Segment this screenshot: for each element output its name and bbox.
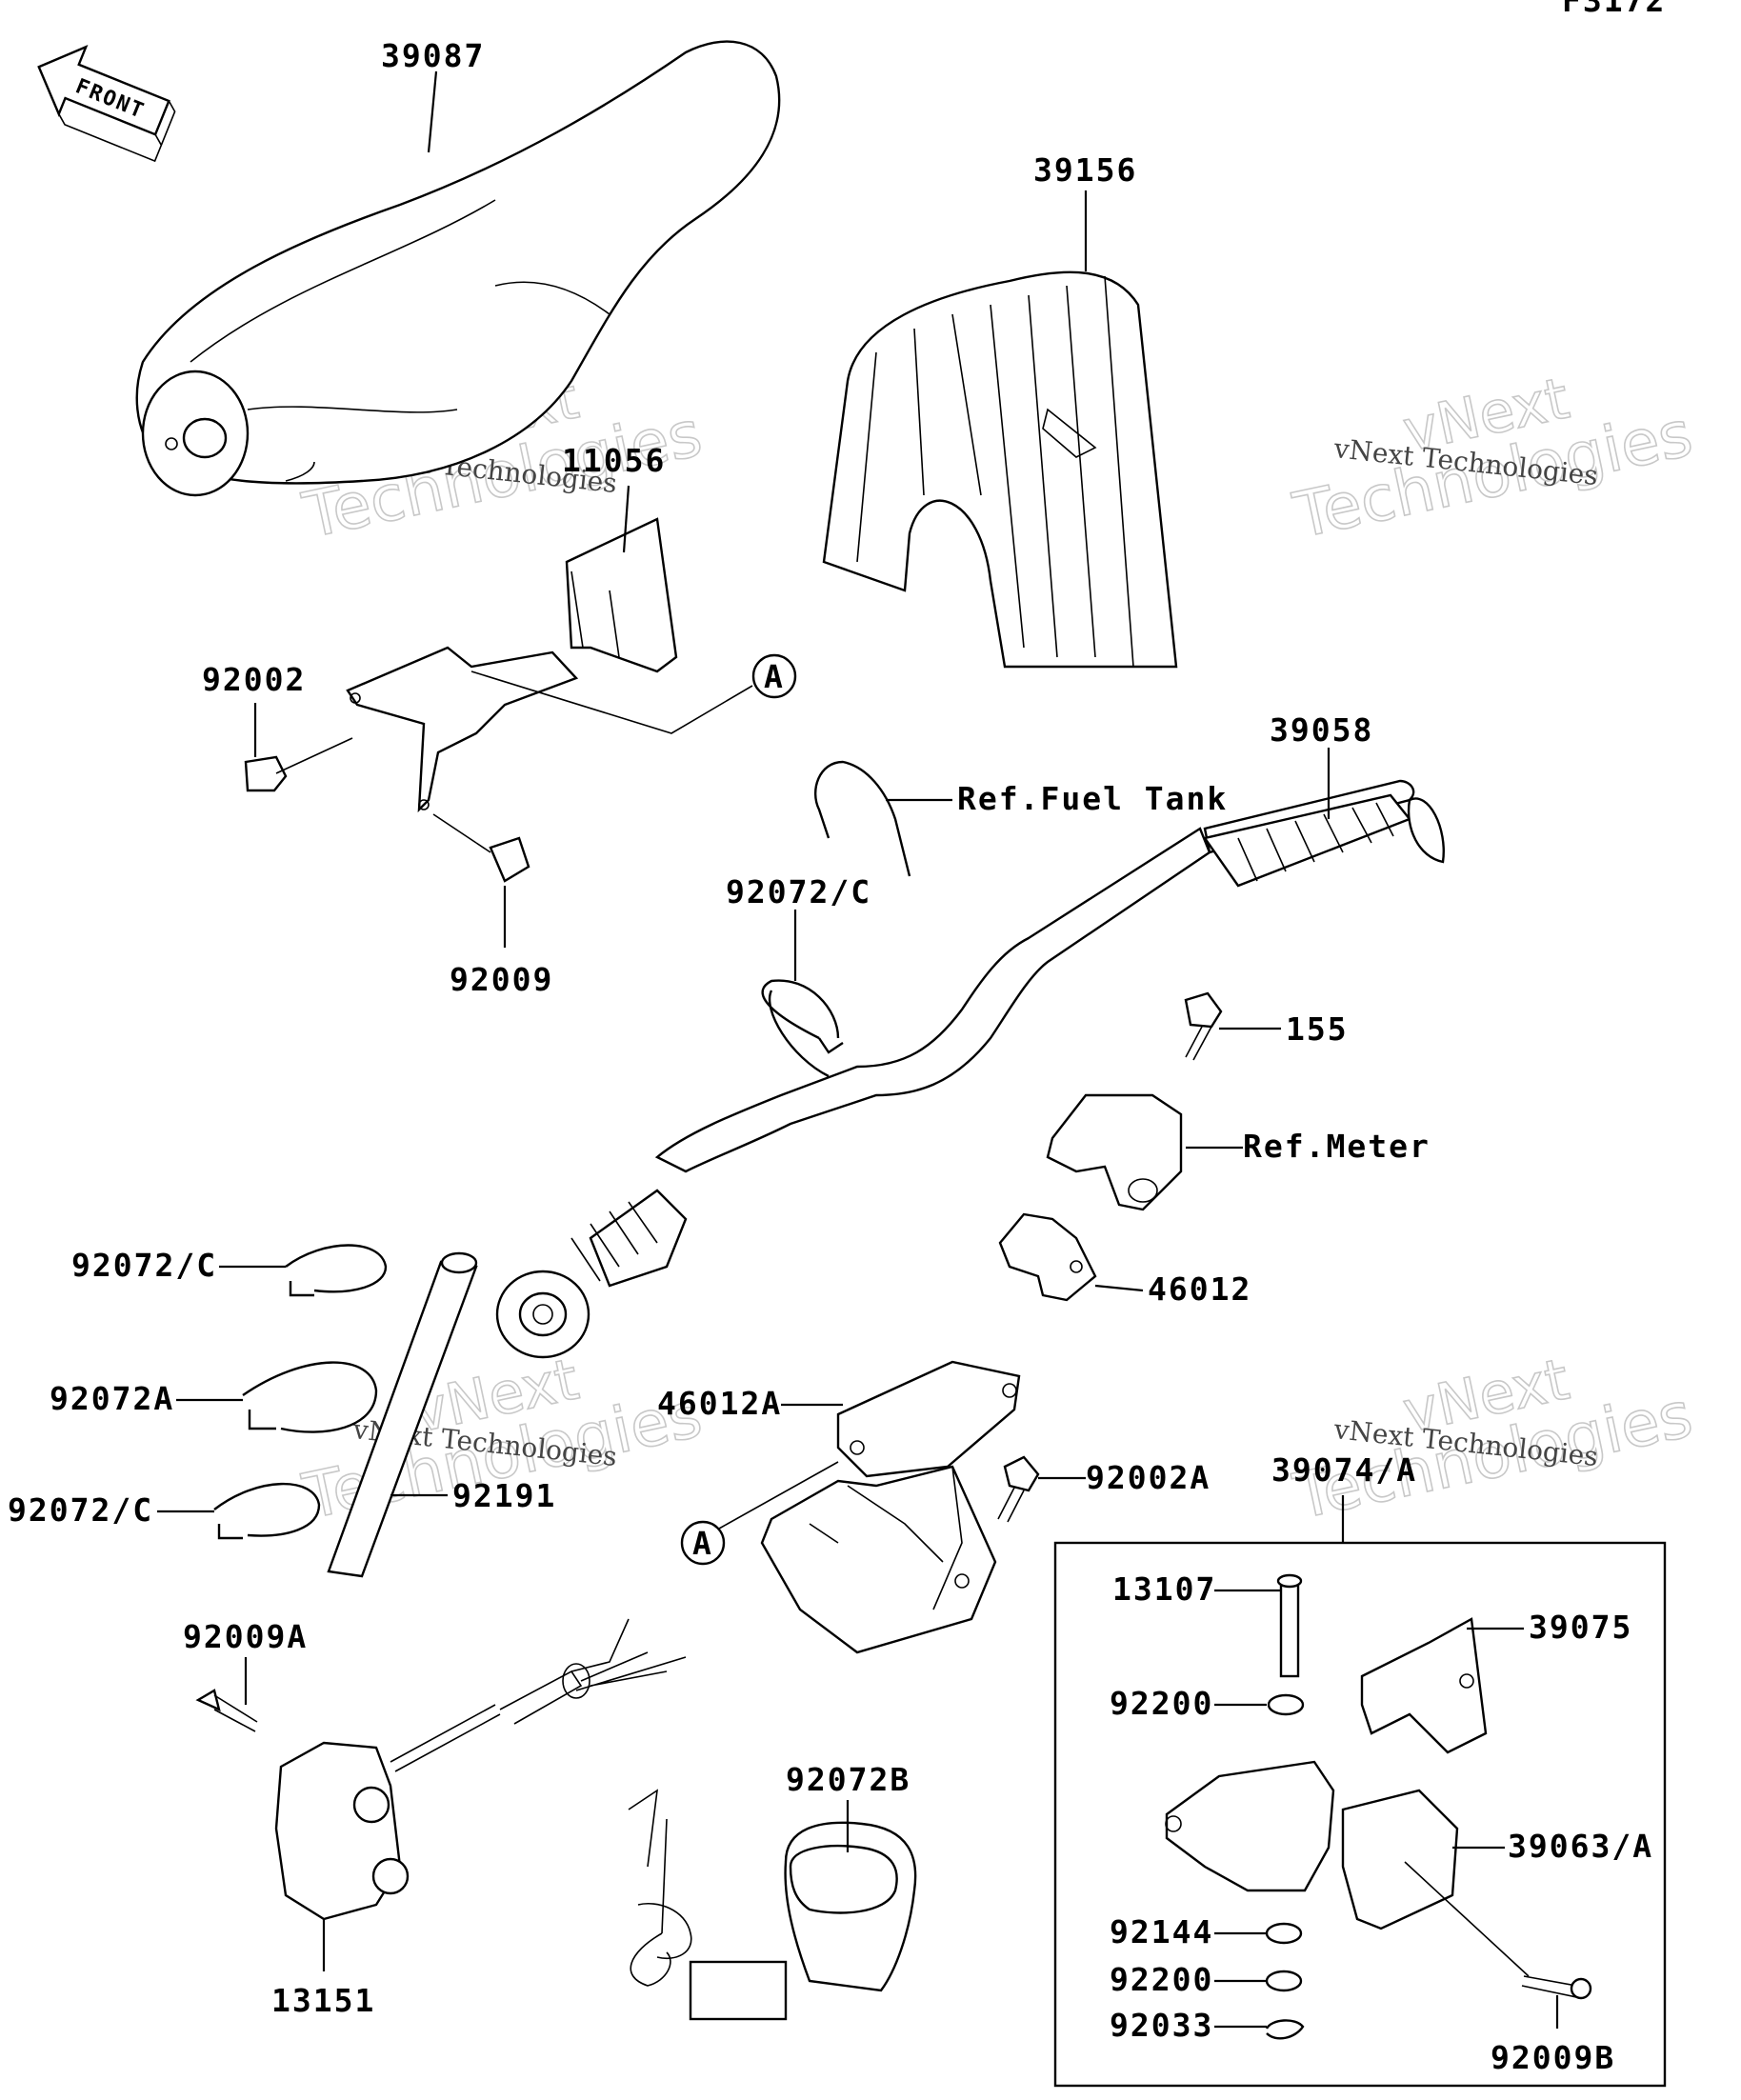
label-ref-meter: Ref.Meter — [1243, 1128, 1431, 1165]
label-92009: 92009 — [450, 961, 553, 998]
label-39074a: 39074/A — [1271, 1451, 1417, 1489]
part-92033-circlip-drawing — [1265, 2019, 1305, 2040]
label-155: 155 — [1286, 1010, 1349, 1048]
part-92002-bolt-drawing — [244, 737, 353, 792]
label-39087: 39087 — [381, 37, 485, 74]
label-92002: 92002 — [202, 661, 306, 698]
label-92033: 92033 — [1110, 2007, 1213, 2044]
svg-text:A: A — [692, 1525, 713, 1562]
part-46012a-holder-drawing — [760, 1360, 1021, 1654]
part-39075-holder-drawing — [1360, 1617, 1488, 1754]
label-92072c-bottom: 92072/C — [8, 1491, 153, 1529]
callout-a-top: A — [751, 653, 797, 699]
label-92009b: 92009B — [1491, 2039, 1615, 2076]
leader-39087 — [427, 70, 438, 153]
label-92191: 92191 — [452, 1477, 556, 1514]
part-39063a-cover-drawing — [1341, 1789, 1459, 1930]
part-92009a-bolt-drawing — [195, 1689, 258, 1732]
part-92072c-left-clamp-drawing — [285, 1244, 388, 1297]
label-92144: 92144 — [1110, 1913, 1213, 1950]
leader-46012 — [1094, 1284, 1144, 1292]
part-92200-washer-bottom-drawing — [1265, 1970, 1303, 1992]
svg-text:A: A — [764, 658, 785, 695]
label-92072c-left: 92072/C — [71, 1247, 217, 1284]
label-92072c-top: 92072/C — [726, 873, 871, 910]
part-13151-switch-drawing — [274, 1618, 687, 1921]
meter-bracket-drawing — [1046, 1093, 1183, 1211]
label-92009a: 92009A — [183, 1618, 308, 1655]
label-46012a: 46012A — [657, 1385, 782, 1422]
fuel-hose-drawing — [814, 760, 911, 877]
part-46012-clamp-drawing — [998, 1212, 1097, 1302]
label-39156: 39156 — [1033, 151, 1137, 189]
label-39058: 39058 — [1270, 711, 1373, 749]
label-13107: 13107 — [1112, 1570, 1216, 1608]
part-155-bolt-drawing — [1184, 991, 1223, 1061]
label-92200-bottom: 92200 — [1110, 1961, 1213, 1998]
part-92009b-screw-drawing — [1521, 1975, 1592, 2000]
leader-92009b-guide — [1404, 1861, 1530, 1977]
part-92072c-top-clamp-drawing — [761, 979, 844, 1078]
part-39058-handlebar-drawing — [495, 779, 1445, 1359]
label-11056: 11056 — [562, 442, 666, 479]
label-92200-top: 92200 — [1110, 1685, 1213, 1722]
part-92002a-bolt-drawing — [997, 1455, 1040, 1523]
front-arrow-icon: FRONT — [37, 44, 176, 163]
part-92009-bolt-drawing — [432, 813, 530, 883]
kit-39074a-box — [1053, 1541, 1667, 2088]
leader-11056 — [622, 485, 630, 553]
leader-ref-a-top — [470, 670, 753, 734]
part-92072b-clip-drawing — [628, 1789, 917, 2021]
label-39075: 39075 — [1529, 1609, 1632, 1646]
part-39156-cover-drawing — [822, 270, 1178, 669]
label-46012: 46012 — [1148, 1270, 1251, 1308]
part-92072a-clamp-drawing — [242, 1361, 378, 1433]
leader-ref-a-bottom — [718, 1461, 839, 1530]
part-92191-hose-drawing — [327, 1251, 478, 1578]
part-11056-bracket-drawing — [346, 517, 678, 813]
part-39087-pad-drawing — [135, 40, 781, 497]
callout-a-bottom: A — [680, 1520, 726, 1566]
part-13107-pin-drawing — [1276, 1573, 1303, 1678]
label-92072a: 92072A — [50, 1380, 174, 1417]
part-92144-spring-drawing — [1265, 1922, 1303, 1945]
label-13151: 13151 — [271, 1982, 375, 2019]
kit-middle-bracket-drawing — [1165, 1760, 1335, 1892]
label-92002a: 92002A — [1086, 1459, 1211, 1496]
label-92072b: 92072B — [786, 1761, 911, 1798]
diagram-code: F3172 — [1562, 0, 1666, 19]
label-39063a: 39063/A — [1508, 1828, 1653, 1865]
part-92072c-bottom-clamp-drawing — [213, 1482, 321, 1540]
part-92200-washer-top-drawing — [1267, 1693, 1305, 1716]
label-ref-fuel-tank: Ref.Fuel Tank — [957, 780, 1228, 817]
